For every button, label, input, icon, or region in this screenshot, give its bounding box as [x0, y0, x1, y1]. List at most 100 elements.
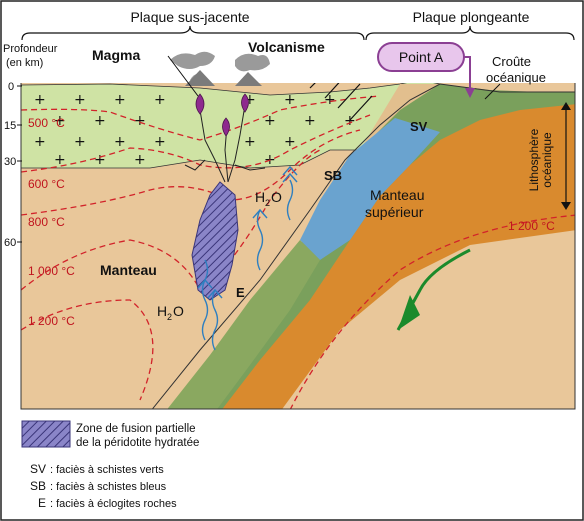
h2o-lower-o: O: [173, 303, 184, 319]
legend-e-abbr: E: [38, 496, 46, 510]
lithosphere-label-2: océanique: [540, 132, 554, 188]
point-a-arrowhead: [465, 88, 475, 98]
svg-text:+: +: [94, 113, 106, 129]
depth-axis-title-2: (en km): [6, 57, 43, 69]
volcano-cone-2: [235, 72, 262, 86]
isotherm-1200-right: [289, 214, 575, 409]
svg-text:+: +: [94, 152, 106, 168]
temp-1200-left: 1 200 °C: [28, 314, 75, 328]
legend-sv-abbr: SV: [30, 462, 46, 476]
legend-zone-line1: Zone de fusion partielle: [76, 423, 196, 435]
volcanism-label: Volcanisme: [248, 39, 325, 55]
magma-drop-1: [195, 93, 205, 115]
depth-tick-15: 15: [4, 120, 16, 132]
svg-text:+: +: [244, 92, 256, 108]
depth-tick-30: 30: [4, 156, 16, 168]
svg-text:+: +: [74, 92, 86, 108]
section-frame: [20, 83, 576, 410]
svg-text:+: +: [114, 134, 126, 150]
blueschist-zone: [300, 118, 440, 260]
point-a-label: Point A: [399, 49, 444, 65]
e-label: E: [236, 285, 245, 300]
magma-chambers: [195, 93, 249, 137]
svg-text:+: +: [244, 134, 256, 150]
h2o-lower-label: H 2 O: [157, 303, 184, 322]
partial-melting-zone: [191, 181, 239, 301]
lithosphere-label-1: Lithosphère: [527, 128, 541, 191]
cross-section: +++++++ ++++++ ++++++ ++++: [21, 83, 575, 409]
water-arrows: [197, 165, 298, 351]
svg-text:+: +: [54, 113, 66, 129]
slab-mantle: [202, 96, 575, 409]
sb-label: SB: [324, 168, 342, 183]
magma-drop-3: [222, 117, 230, 137]
left-plate-label: Plaque sus-jacente: [130, 9, 249, 25]
h2o-upper-o: O: [271, 189, 282, 205]
depth-tick-marks: [17, 85, 22, 243]
legend-zone-swatch: [21, 420, 71, 448]
svg-text:+: +: [74, 134, 86, 150]
eclogite-zone: [167, 240, 320, 409]
crust-plus-pattern: +++++++ ++++++ ++++++ ++++: [34, 92, 356, 168]
temp-1000: 1 000 °C: [28, 264, 75, 278]
oceanic-crust-leader: [484, 83, 501, 100]
lithosphere-arrow-top: [561, 102, 571, 110]
brace-left: [21, 25, 365, 41]
mantle-flow-line: [396, 248, 471, 331]
h2o-upper-sub: 2: [265, 198, 270, 208]
svg-text:+: +: [114, 92, 126, 108]
svg-text:+: +: [154, 92, 166, 108]
oceanic-crust: [182, 84, 575, 409]
magma-drop-2: [241, 93, 249, 113]
svg-text:+: +: [304, 113, 316, 129]
lithosphere-arrow-bottom: [561, 202, 571, 210]
mantle-flow-arrowhead: [398, 295, 420, 330]
svg-text:+: +: [324, 92, 336, 108]
svg-text:+: +: [34, 92, 46, 108]
svg-text:+: +: [134, 152, 146, 168]
isotherm-1200-left: [21, 299, 154, 401]
temp-500: 500 °C: [28, 116, 65, 130]
h2o-lower-h: H: [157, 303, 167, 319]
surface-faults: [309, 83, 373, 121]
temp-800: 800 °C: [28, 215, 65, 229]
depth-axis-title-1: Profondeur: [3, 43, 58, 55]
h2o-upper-h: H: [255, 189, 265, 205]
oceanic-crust-label-1: Croûte: [492, 54, 531, 69]
point-a-arrow: [464, 56, 471, 92]
legend-sv-desc: : faciès à schistes verts: [50, 464, 164, 476]
ocean-floor-outline: [439, 83, 575, 93]
svg-text:+: +: [34, 134, 46, 150]
legend-e-desc: : faciès à éclogites roches: [50, 498, 177, 510]
magma-leader: [167, 55, 199, 97]
legend-sb-abbr: SB: [30, 479, 46, 493]
temp-1200-right: 1 200 °C: [508, 219, 555, 233]
right-plate-label: Plaque plongeante: [413, 9, 530, 25]
h2o-upper-label: H 2 O: [255, 189, 282, 208]
depth-tick-60: 60: [4, 237, 16, 249]
oceanic-crust-label-2: océanique: [486, 70, 546, 85]
isotherm-500: [21, 95, 381, 141]
svg-text:+: +: [264, 113, 276, 129]
svg-text:+: +: [284, 134, 296, 150]
slab-top-outline: [151, 83, 441, 409]
upper-mantle-label-2: supérieur: [365, 204, 424, 220]
svg-text:+: +: [154, 134, 166, 150]
sv-label: SV: [410, 119, 428, 134]
upper-mantle-label-1: Manteau: [370, 187, 424, 203]
depth-tick-0: 0: [8, 81, 14, 93]
magma-label: Magma: [92, 47, 140, 63]
h2o-lower-sub: 2: [167, 312, 172, 322]
svg-text:+: +: [344, 113, 356, 129]
volcano-cone-1: [185, 70, 215, 86]
temp-600: 600 °C: [28, 177, 65, 191]
legend-sb-desc: : faciès à schistes bleus: [50, 481, 167, 493]
svg-text:+: +: [134, 113, 146, 129]
svg-text:+: +: [284, 92, 296, 108]
brace-right: [365, 25, 575, 41]
legend-zone-line2: de la péridotite hydratée: [76, 437, 199, 449]
mantle-label: Manteau: [100, 262, 157, 278]
isotherm-800: [21, 129, 361, 216]
